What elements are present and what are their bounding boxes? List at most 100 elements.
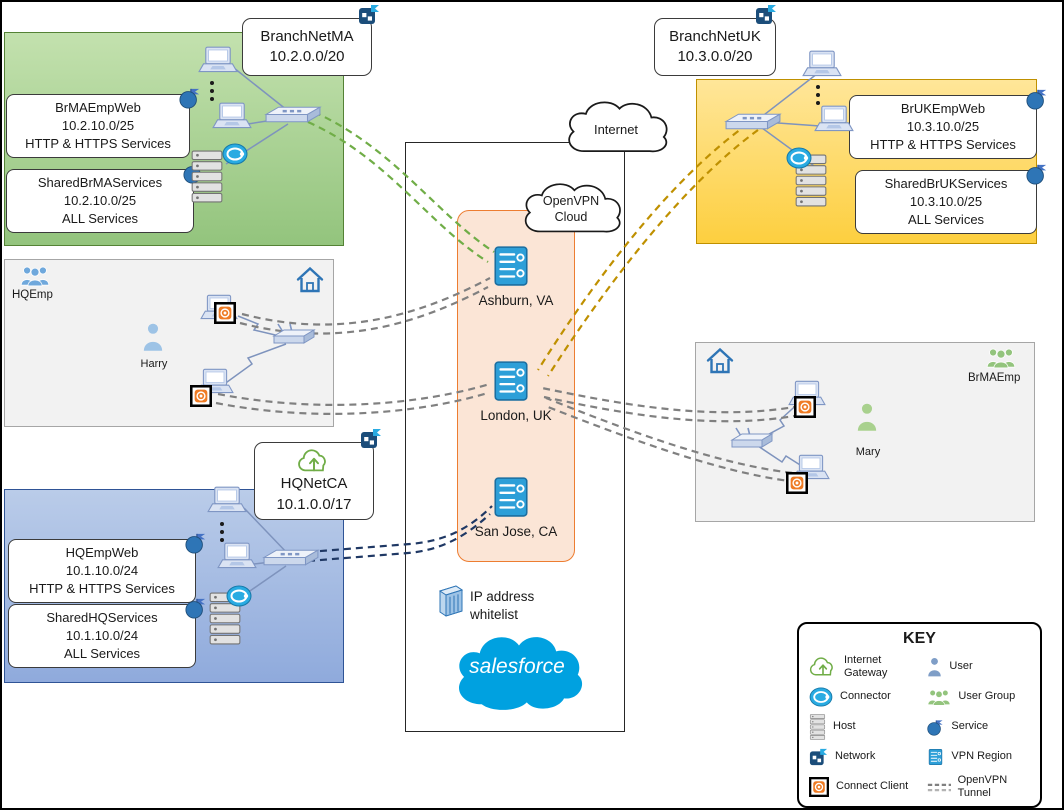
branch-uk-subnet: 10.3.0.0/20 [677,48,753,65]
laptop-icon [217,542,257,571]
service-desc: ALL Services [907,211,985,227]
laptop-icon [207,486,247,515]
key-label: Service [951,720,989,733]
vpn-region-label: London, UK [480,408,552,423]
service-desc: HTTP & HTTPS Services [870,136,1016,152]
service-icon [185,532,207,554]
bruk-empweb-service-box: BrUKEmpWeb 10.3.10.0/25 HTTP & HTTPS Ser… [849,95,1037,159]
key-label: OpenVPN Tunnel [957,773,1008,799]
service-desc: ALL Services [63,645,141,661]
service-icon [185,597,207,619]
switch-icon [724,112,782,133]
vpn-region-label: San Jose, CA [474,524,558,539]
host-icon [809,714,826,740]
switch-icon [264,105,322,126]
network-icon [358,4,380,25]
network-icon [809,748,828,766]
vpn-region-icon [928,748,943,766]
openvpn-cloud-label: OpenVPN Cloud [542,194,600,224]
service-subnet: 10.1.10.0/24 [65,628,139,644]
network-icon [755,4,777,25]
internet-gateway-icon [298,449,326,472]
vpn-region-icon [490,245,532,287]
brma-emp-group-label: BrMAEmp [968,372,1021,384]
connector-icon [809,687,833,707]
service-desc: HTTP & HTTPS Services [29,580,175,596]
brma-empweb-service-box: BrMAEmpWeb 10.2.10.0/25 HTTP & HTTPS Ser… [6,94,190,158]
hq-subnet: 10.1.0.0/17 [276,495,352,513]
connect-client-icon [190,385,212,407]
user-group-icon [986,346,1016,369]
vpn-region-label: Ashburn, VA [478,293,554,308]
service-name: SharedHQServices [46,610,158,626]
brma-user-label: Mary [855,446,881,458]
connect-client-icon [794,396,816,418]
hq-titlebox: HQNetCA 10.1.0.0/17 [254,442,374,520]
user-icon [856,402,878,432]
key-label: Connect Client [836,780,909,793]
service-subnet: 10.2.10.0/25 [63,193,137,209]
key-label: Internet Gateway [844,653,888,679]
service-icon [1026,88,1048,110]
key-title: KEY [903,630,936,647]
internet-label: Internet [593,121,639,137]
ellipsis-icon [814,84,822,106]
service-name: SharedBrMAServices [37,175,163,191]
branch-uk-titlebox: BranchNetUK 10.3.0.0/20 [654,18,776,76]
home-icon [296,266,324,293]
home-icon [706,347,734,374]
laptop-icon [198,46,238,75]
service-icon [1026,163,1048,185]
service-name: SharedBrUKServices [884,176,1008,192]
shared-hq-service-box: SharedHQServices 10.1.10.0/24 ALL Servic… [8,604,196,668]
service-icon [927,719,944,736]
connector-icon [786,147,812,169]
ellipsis-icon [218,521,226,543]
key-label: VPN Region [951,750,1012,763]
wireless-router-icon [728,426,774,454]
service-subnet: 10.1.10.0/24 [65,563,139,579]
connector-icon [226,585,252,607]
network-icon [360,428,382,449]
vpn-region-icon [490,476,532,518]
key-label: Network [835,750,876,763]
whitelist-label: IP address whitelist [470,589,535,622]
switch-icon [262,548,320,569]
openvpn-tunnel-icon [927,783,951,791]
service-desc: ALL Services [61,210,139,226]
key-label: User Group [958,690,1016,703]
key-label: Connector [840,690,891,703]
user-group-icon [20,264,50,287]
branch-ma-title: BranchNetMA [260,27,354,45]
hq-user-label: Harry [140,358,168,370]
key-legend: KEY Internet Gateway Connector Host Netw… [797,622,1042,808]
branch-uk-title: BranchNetUK [669,27,761,45]
service-name: BrMAEmpWeb [55,100,141,116]
whitelist-icon [436,584,466,618]
connect-client-icon [786,472,808,494]
host-icon [190,150,224,203]
user-icon [142,322,164,352]
service-subnet: 10.3.10.0/25 [906,119,980,135]
laptop-icon [814,105,854,134]
branch-ma-titlebox: BranchNetMA 10.2.0.0/20 [242,18,372,76]
service-subnet: 10.2.10.0/25 [61,118,135,134]
vpn-region-icon [490,360,532,402]
internet-gateway-icon [809,657,833,676]
ellipsis-icon [208,80,216,102]
hq-empweb-service-box: HQEmpWeb 10.1.10.0/24 HTTP & HTTPS Servi… [8,539,196,603]
connect-client-icon [214,302,236,324]
service-name: BrUKEmpWeb [900,101,986,117]
service-name: HQEmpWeb [65,545,139,561]
user-icon [928,657,942,677]
user-group-icon [928,689,951,706]
key-label: Host [833,720,856,733]
service-subnet: 10.3.10.0/25 [909,194,983,210]
key-label: User [949,660,973,673]
salesforce-label: salesforce [469,655,565,678]
shared-brma-service-box: SharedBrMAServices 10.2.10.0/25 ALL Serv… [6,169,194,233]
wireless-router-icon [270,322,316,350]
laptop-icon [212,102,252,131]
hq-title: HQNetCA [280,475,348,493]
